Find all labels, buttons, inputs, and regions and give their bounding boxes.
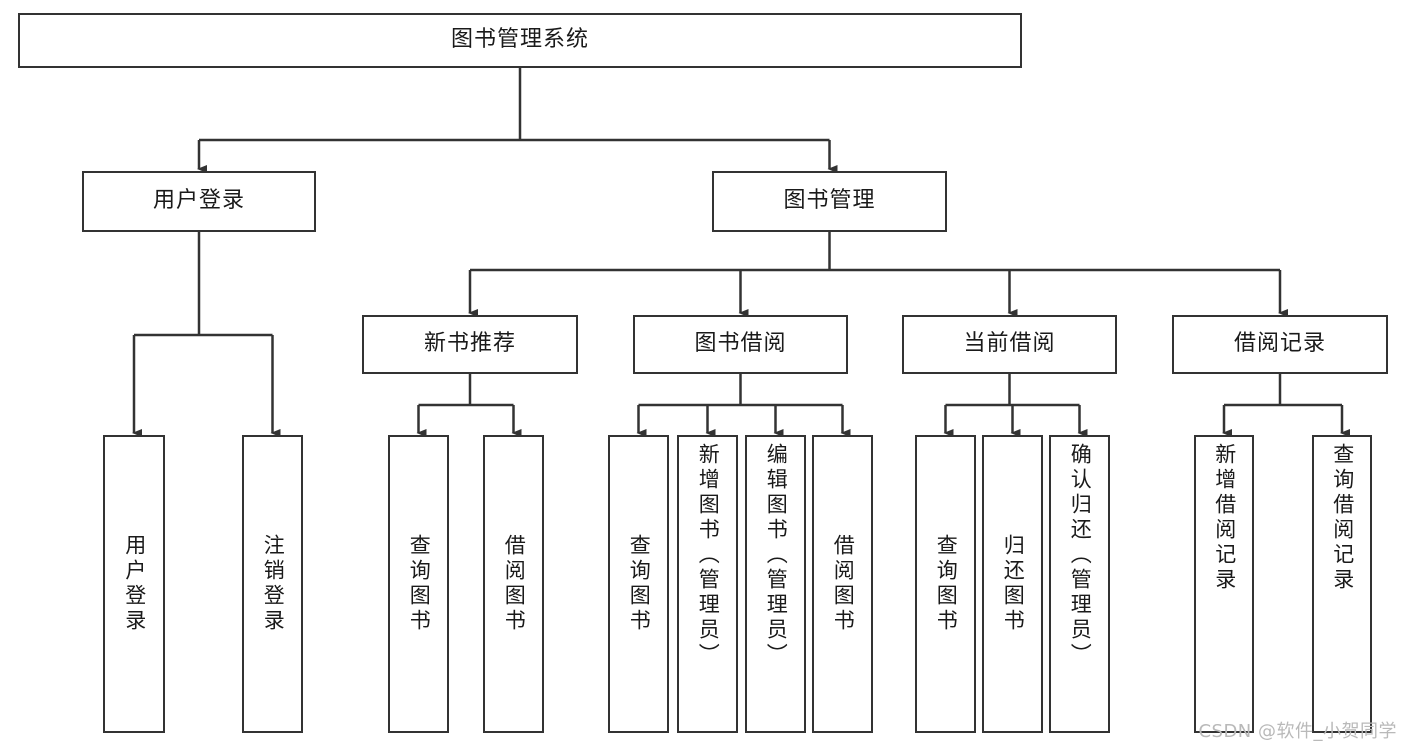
- node-label-login: 用户登录: [152, 188, 245, 214]
- node-login-1[interactable]: 用户登录: [103, 435, 165, 733]
- node-label-login-2: 注销登录: [261, 534, 286, 634]
- node-borrow-4[interactable]: 借阅图书: [812, 435, 873, 733]
- node-label-newbook-1: 查询图书: [407, 534, 432, 634]
- node-root[interactable]: 图书管理系统: [18, 13, 1022, 68]
- node-label-current-1: 查询图书: [934, 534, 959, 634]
- node-label-records-2: 查询借阅记录: [1330, 443, 1355, 593]
- node-borrow[interactable]: 图书借阅: [633, 315, 848, 374]
- node-label-current-2: 归还图书: [1001, 534, 1026, 634]
- watermark-label: CSDN @软件_小贺同学: [1198, 721, 1397, 742]
- node-label-borrow-4: 借阅图书: [831, 534, 856, 634]
- node-current-2[interactable]: 归还图书: [982, 435, 1043, 733]
- node-label-bookmgmt: 图书管理: [783, 188, 876, 214]
- node-borrow-3[interactable]: 编辑图书（管理员）: [745, 435, 806, 733]
- node-label-records-1: 新增借阅记录: [1212, 443, 1237, 593]
- node-label-newbook: 新书推荐: [423, 331, 516, 357]
- node-current[interactable]: 当前借阅: [902, 315, 1117, 374]
- node-current-1[interactable]: 查询图书: [915, 435, 976, 733]
- node-records-2[interactable]: 查询借阅记录: [1312, 435, 1372, 733]
- node-newbook[interactable]: 新书推荐: [362, 315, 578, 374]
- edge-group: [132, 68, 1350, 437]
- node-label-root: 图书管理系统: [450, 27, 589, 53]
- node-label-login-1: 用户登录: [122, 534, 147, 634]
- node-newbook-2[interactable]: 借阅图书: [483, 435, 544, 733]
- node-label-current-3: 确认归还（管理员）: [1068, 443, 1093, 668]
- node-login[interactable]: 用户登录: [82, 171, 316, 232]
- node-label-borrow-2: 新增图书（管理员）: [696, 443, 721, 668]
- node-current-3[interactable]: 确认归还（管理员）: [1049, 435, 1110, 733]
- node-label-records: 借阅记录: [1233, 331, 1326, 357]
- node-login-2[interactable]: 注销登录: [242, 435, 303, 733]
- node-label-newbook-2: 借阅图书: [502, 534, 527, 634]
- node-label-borrow-3: 编辑图书（管理员）: [764, 443, 789, 668]
- node-newbook-1[interactable]: 查询图书: [388, 435, 449, 733]
- node-borrow-2[interactable]: 新增图书（管理员）: [677, 435, 738, 733]
- node-borrow-1[interactable]: 查询图书: [608, 435, 669, 733]
- node-records[interactable]: 借阅记录: [1172, 315, 1388, 374]
- node-label-current: 当前借阅: [963, 331, 1056, 357]
- node-records-1[interactable]: 新增借阅记录: [1194, 435, 1254, 733]
- node-label-borrow: 图书借阅: [694, 331, 787, 357]
- node-label-borrow-1: 查询图书: [627, 534, 652, 634]
- node-bookmgmt[interactable]: 图书管理: [712, 171, 947, 232]
